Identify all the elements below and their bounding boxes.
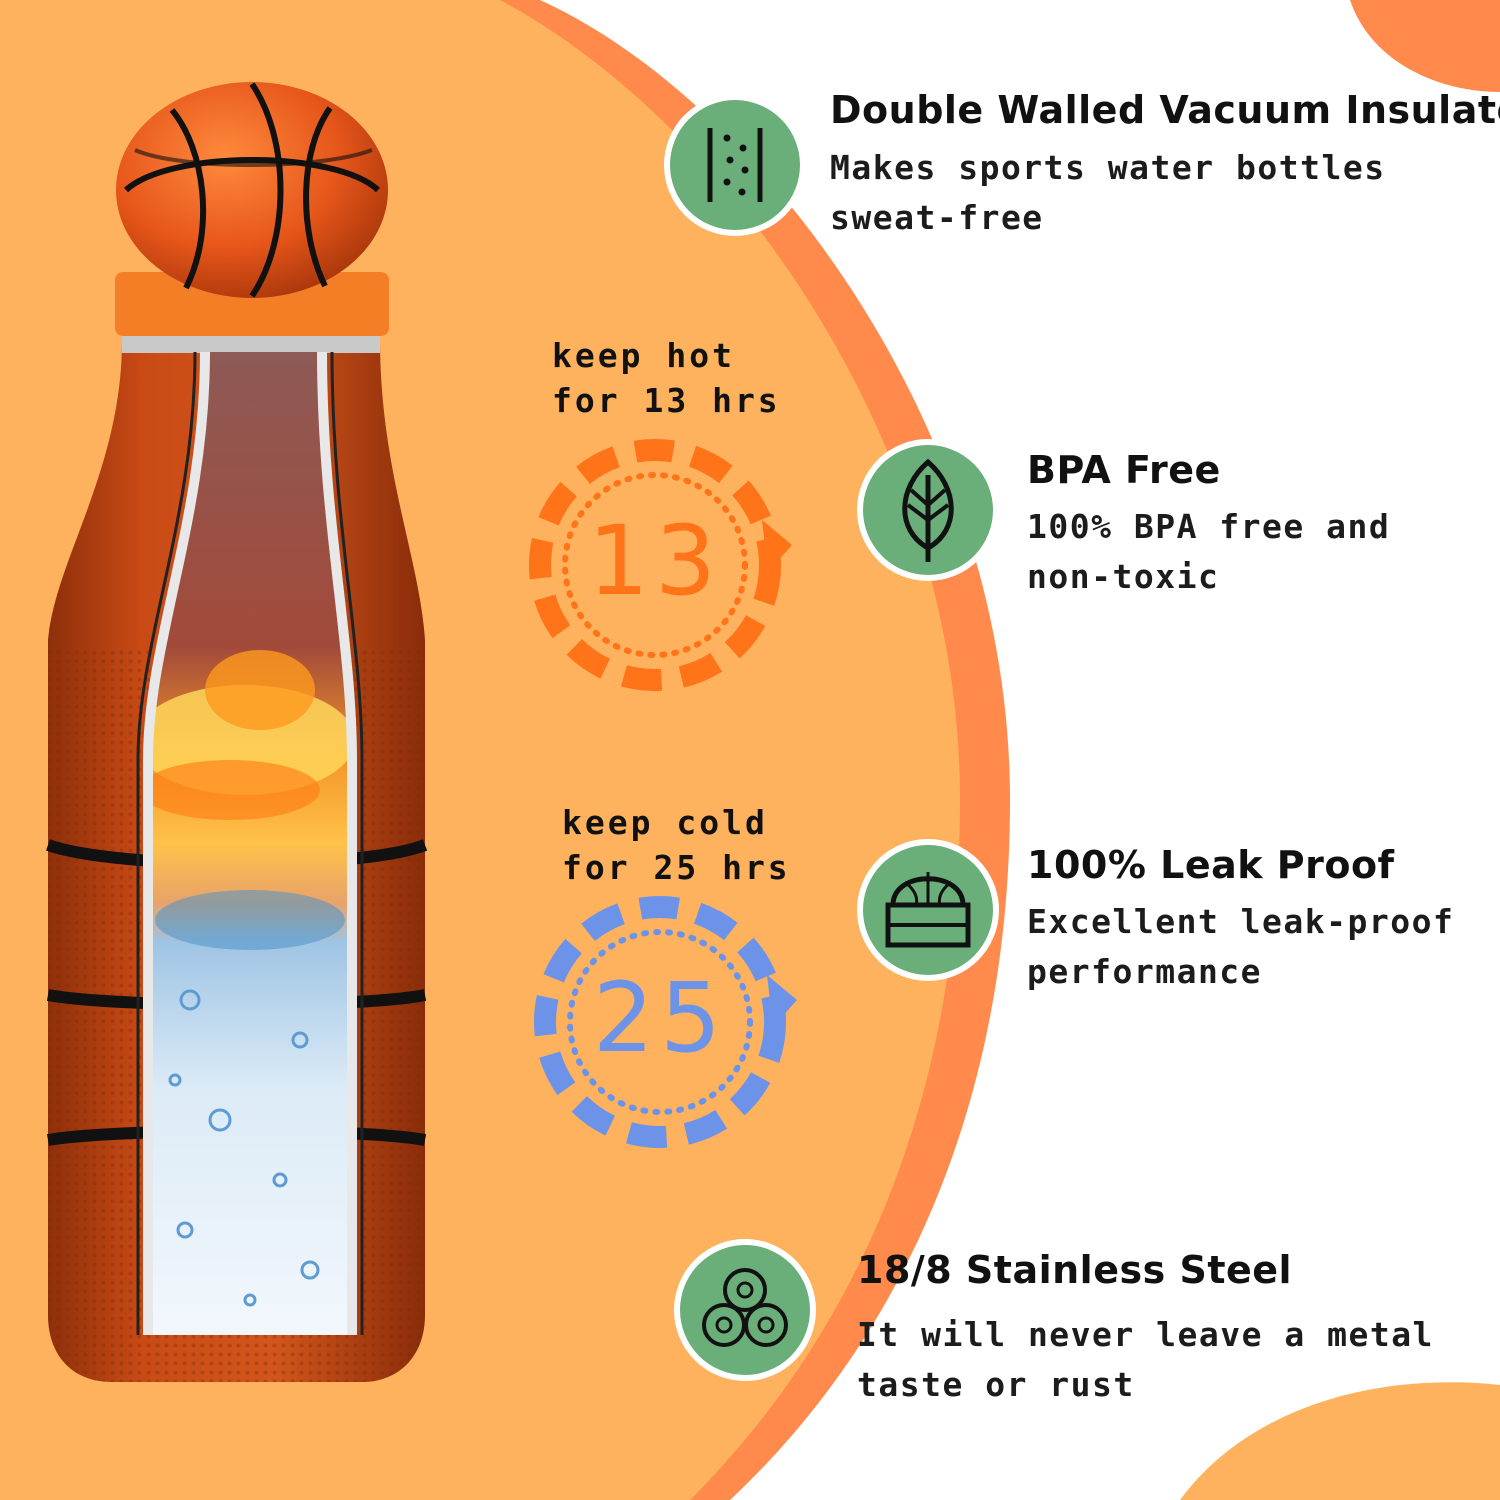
feature-desc-line: Makes sports water bottles	[830, 148, 1386, 187]
feature-desc-bpa-free: 100% BPA free and non-toxic	[1027, 502, 1390, 602]
feature-desc-line: It will never leave a metal	[857, 1315, 1434, 1354]
corner-blob-bottom-right	[1180, 1382, 1500, 1500]
feature-desc-line: 100% BPA free and	[1027, 507, 1391, 546]
feature-desc-stainless-steel: It will never leave a metal taste or rus…	[857, 1310, 1434, 1410]
hot-label-line-1: keep hot	[552, 336, 735, 375]
feature-desc-line: performance	[1027, 952, 1263, 991]
feature-desc-leak-proof: Excellent leak-proof performance	[1027, 897, 1454, 997]
basketball-lid-icon	[857, 839, 999, 981]
cold-label-line-2: for 25 hrs	[562, 848, 791, 887]
feature-desc-line: Excellent leak-proof	[1027, 902, 1455, 941]
corner-blob-top-right	[1350, 0, 1500, 92]
feature-title-leak-proof: 100% Leak Proof	[1027, 843, 1395, 887]
feature-desc-line: non-toxic	[1027, 557, 1220, 596]
cold-duration-label: keep cold for 25 hrs	[562, 800, 791, 890]
feature-title-bpa-free: BPA Free	[1027, 448, 1221, 492]
feature-desc-line: sweat-free	[830, 198, 1044, 237]
steel-rolls-icon	[674, 1239, 816, 1381]
bottle-cap	[115, 82, 389, 336]
insulation-layers-icon	[664, 94, 806, 236]
feature-desc-line: taste or rust	[857, 1365, 1135, 1404]
hot-duration-label: keep hot for 13 hrs	[552, 333, 781, 423]
feature-desc-insulated: Makes sports water bottles sweat-free	[830, 143, 1386, 243]
leaf-icon	[857, 439, 999, 581]
feature-title-stainless-steel: 18/8 Stainless Steel	[857, 1248, 1293, 1292]
hot-label-line-2: for 13 hrs	[552, 381, 781, 420]
hot-hours-number: 13	[587, 505, 723, 617]
feature-title-insulated: Double Walled Vacuum Insulated	[830, 88, 1500, 132]
cold-label-line-1: keep cold	[562, 803, 768, 842]
cold-hours-number: 25	[592, 962, 728, 1074]
bottle-cutaway	[136, 351, 364, 1335]
